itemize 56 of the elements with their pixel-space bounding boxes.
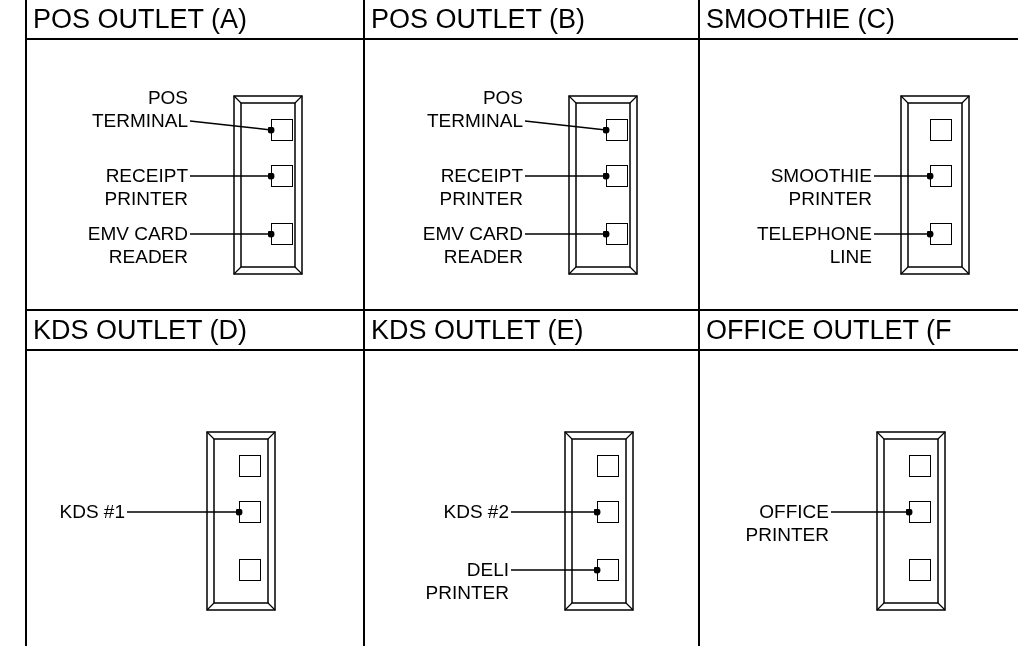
jack-port: [606, 223, 628, 245]
panel-heading: KDS OUTLET (E): [371, 315, 584, 346]
jack-port: [271, 165, 293, 187]
port-label: DELI PRINTER: [391, 558, 509, 604]
jack-port: [239, 559, 261, 581]
wall-plate: [568, 95, 638, 275]
wall-plate: [233, 95, 303, 275]
jack-port: [930, 223, 952, 245]
leader-line: [873, 230, 934, 238]
wall-plate: [900, 95, 970, 275]
port-label: OFFICE PRINTER: [711, 500, 829, 546]
panel-heading: OFFICE OUTLET (F: [706, 315, 952, 346]
leader-line: [189, 172, 275, 180]
port-label: POS TERMINAL: [70, 86, 188, 132]
panel-heading: POS OUTLET (B): [371, 4, 586, 35]
outlet-panel: [25, 309, 365, 646]
leader-line: [830, 508, 913, 516]
jack-port: [606, 119, 628, 141]
port-label: KDS #2: [443, 500, 509, 523]
leader-line: [126, 508, 243, 516]
wall-plate: [206, 431, 276, 611]
port-label: EMV CARD READER: [70, 222, 188, 268]
leader-line: [873, 172, 934, 180]
jack-port: [597, 559, 619, 581]
jack-port: [909, 455, 931, 477]
leader-line: [524, 230, 610, 238]
jack-port: [930, 119, 952, 141]
panel-heading: SMOOTHIE (C): [706, 4, 895, 35]
jack-port: [271, 223, 293, 245]
port-label: KDS #1: [59, 500, 125, 523]
panel-heading: KDS OUTLET (D): [33, 315, 248, 346]
port-label: EMV CARD READER: [405, 222, 523, 268]
leader-line: [189, 230, 275, 238]
outlet-panel: [25, 0, 365, 311]
jack-port: [597, 455, 619, 477]
leader-line: [524, 172, 610, 180]
port-label: RECEIPT PRINTER: [70, 164, 188, 210]
port-label: TELEPHONE LINE: [754, 222, 872, 268]
port-label: POS TERMINAL: [405, 86, 523, 132]
jack-port: [597, 501, 619, 523]
wall-plate: [876, 431, 946, 611]
jack-port: [930, 165, 952, 187]
leader-line: [524, 120, 610, 134]
jack-port: [606, 165, 628, 187]
port-label: RECEIPT PRINTER: [405, 164, 523, 210]
panel-heading: POS OUTLET (A): [33, 4, 248, 35]
jack-port: [239, 455, 261, 477]
wall-plate: [564, 431, 634, 611]
jack-port: [909, 501, 931, 523]
leader-line: [510, 566, 601, 574]
jack-port: [909, 559, 931, 581]
port-label: SMOOTHIE PRINTER: [754, 164, 872, 210]
jack-port: [271, 119, 293, 141]
leader-line: [189, 120, 275, 134]
leader-line: [510, 508, 601, 516]
jack-port: [239, 501, 261, 523]
